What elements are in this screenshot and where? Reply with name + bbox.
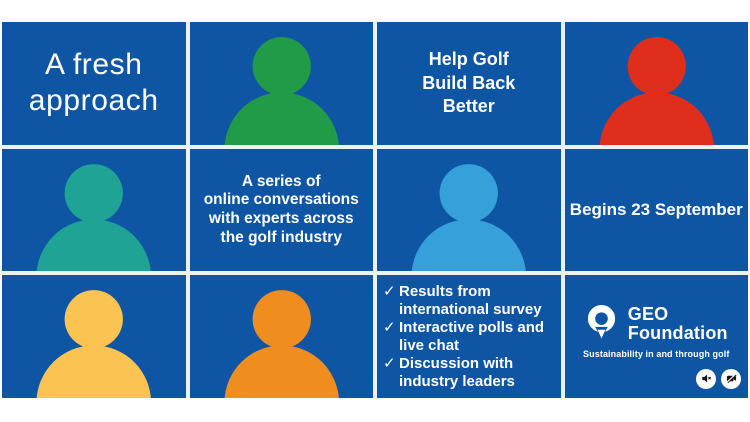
person-silhouette-light-blue-icon bbox=[411, 163, 526, 272]
cell-checklist: ✓ Results from international survey ✓ In… bbox=[377, 275, 561, 398]
logo-name-line2: Foundation bbox=[627, 322, 728, 343]
checklist-item-label: Interactive polls and live chat bbox=[399, 318, 545, 354]
checklist-item-label: Results from international survey bbox=[399, 282, 542, 318]
geo-foundation-logo: GEO Foundation Sustainability in and thr… bbox=[583, 304, 729, 359]
checklist-item-discussion: ✓ Discussion with industry leaders bbox=[383, 355, 557, 391]
checklist-item-polls: ✓ Interactive polls and live chat bbox=[383, 319, 557, 355]
person-silhouette-teal-icon bbox=[36, 163, 151, 272]
person-silhouette-green-icon bbox=[224, 37, 339, 145]
person-silhouette-yellow-icon bbox=[36, 290, 151, 398]
checkmark-icon: ✓ bbox=[383, 282, 396, 300]
cell-geo-foundation: GEO Foundation Sustainability in and thr… bbox=[564, 275, 748, 398]
av-controls bbox=[696, 368, 741, 389]
person-silhouette-red-icon bbox=[599, 37, 714, 145]
begins-date-text: Begins 23 September bbox=[569, 199, 743, 219]
checkmark-icon: ✓ bbox=[383, 354, 396, 372]
checkmark-icon: ✓ bbox=[383, 318, 396, 336]
slide-title: A fresh approach bbox=[28, 47, 159, 118]
cell-person-yellow bbox=[2, 275, 186, 398]
checklist-item-label: Discussion with industry leaders bbox=[399, 354, 515, 390]
cell-person-orange bbox=[189, 275, 373, 398]
help-golf-text: Help Golf Build Back Better bbox=[422, 49, 516, 117]
speaker-muted-icon bbox=[701, 374, 711, 384]
logo-tagline: Sustainability in and through golf bbox=[583, 349, 730, 360]
feature-checklist: ✓ Results from international survey ✓ In… bbox=[383, 283, 557, 391]
slide-grid: A fresh approach Help Golf Build Back Be… bbox=[2, 22, 748, 398]
cell-begins-date: Begins 23 September bbox=[564, 148, 748, 272]
series-description-text: A series of online conversations with ex… bbox=[203, 172, 359, 246]
cell-help-golf: Help Golf Build Back Better bbox=[377, 22, 561, 145]
cell-title: A fresh approach bbox=[2, 22, 186, 145]
cell-series-text: A series of online conversations with ex… bbox=[189, 148, 373, 272]
camera-off-button[interactable] bbox=[721, 368, 741, 389]
cell-person-teal bbox=[2, 148, 186, 272]
geo-ring-tee-icon bbox=[587, 305, 615, 339]
geo-foundation-name: GEO Foundation bbox=[627, 303, 728, 343]
cell-person-red bbox=[564, 22, 748, 145]
checklist-item-survey: ✓ Results from international survey bbox=[383, 283, 557, 319]
person-silhouette-orange-icon bbox=[224, 290, 339, 398]
camera-off-icon bbox=[726, 374, 736, 384]
logo-name-line1: GEO bbox=[627, 303, 669, 324]
cell-person-light-blue bbox=[377, 148, 561, 272]
muted-speaker-button[interactable] bbox=[696, 368, 716, 389]
cell-person-green bbox=[189, 22, 373, 145]
